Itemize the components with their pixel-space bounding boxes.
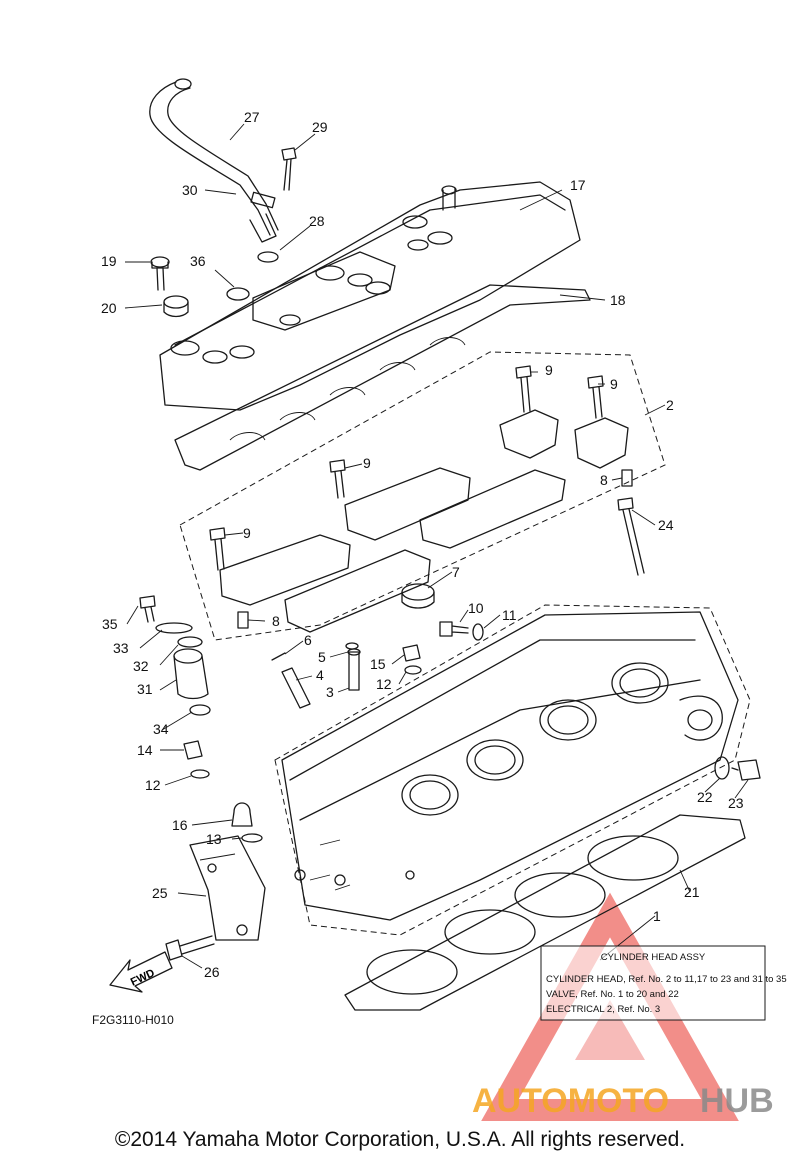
nut-15 — [402, 644, 421, 662]
washer-12b — [190, 769, 210, 779]
callout-12b: 12 — [145, 777, 161, 793]
head-cover — [159, 181, 581, 411]
bolt-19 — [150, 256, 170, 291]
cap-bolts — [209, 365, 604, 571]
callout-6: 6 — [304, 632, 312, 648]
dowel-pin-8b — [237, 611, 249, 629]
callout-8b: 8 — [272, 613, 280, 629]
callout-7: 7 — [452, 564, 460, 580]
fwd-label: FWD — [129, 967, 157, 988]
o-ring-28 — [257, 251, 279, 263]
callout-19: 19 — [101, 253, 117, 269]
assembly-info-box: CYLINDER HEAD ASSY CYLINDER HEAD, Ref. N… — [540, 945, 787, 1021]
callout-16: 16 — [172, 817, 188, 833]
callout-8a: 8 — [600, 472, 608, 488]
callout-23: 23 — [728, 795, 744, 811]
callout-24: 24 — [658, 517, 674, 533]
watermark-part2: HUB — [700, 1082, 774, 1120]
assy-line-1: CYLINDER HEAD, Ref. No. 2 to 11,17 to 23… — [546, 974, 787, 985]
callout-9b: 9 — [610, 376, 618, 392]
bolt-29 — [281, 147, 297, 191]
callout-22: 22 — [697, 789, 713, 805]
assy-title: CYLINDER HEAD ASSY — [601, 952, 706, 963]
bolt-10 — [439, 621, 469, 637]
callout-36: 36 — [190, 253, 206, 269]
callout-5: 5 — [318, 649, 326, 665]
washer-13 — [241, 833, 263, 843]
callout-35: 35 — [102, 616, 118, 632]
cylinder-head-body — [281, 611, 739, 921]
callout-27: 27 — [244, 109, 260, 125]
cylinder-head-gasket — [344, 814, 746, 1011]
callout-3: 3 — [326, 684, 334, 700]
callout-9d: 9 — [243, 525, 251, 541]
callout-26: 26 — [204, 964, 220, 980]
callout-1: 1 — [653, 908, 661, 924]
callout-34: 34 — [153, 721, 169, 737]
dowel-pin-8a — [621, 469, 633, 487]
head-bolt-24 — [617, 497, 645, 576]
intake-ports — [401, 662, 669, 816]
callout-14: 14 — [137, 742, 153, 758]
copyright-notice: ©2014 Yamaha Motor Corporation, U.S.A. A… — [114, 1128, 686, 1151]
watermark-part1: AUTOMOTO — [472, 1082, 669, 1120]
callout-10: 10 — [468, 600, 484, 616]
callout-12a: 12 — [376, 676, 392, 692]
callout-4: 4 — [316, 667, 324, 683]
gasket-36 — [226, 287, 250, 301]
bolt-26 — [165, 935, 215, 961]
gasket-32 — [177, 636, 203, 648]
forward-arrow-icon: FWD — [109, 951, 173, 993]
callout-2: 2 — [666, 397, 674, 413]
bolt-35 — [139, 595, 156, 623]
assy-line-2: VALVE, Ref. No. 1 to 20 and 22 — [546, 989, 679, 1000]
figure-code: F2G3110-H010 — [92, 1013, 174, 1027]
callout-9a: 9 — [545, 362, 553, 378]
callout-18: 18 — [610, 292, 626, 308]
callout-30: 30 — [182, 182, 198, 198]
callout-20: 20 — [101, 300, 117, 316]
callout-33: 33 — [113, 640, 129, 656]
o-ring-34 — [189, 704, 211, 716]
callout-17: 17 — [570, 177, 586, 193]
grommet-20 — [163, 295, 189, 318]
nut-14 — [183, 740, 203, 760]
bolt-23 — [731, 759, 761, 781]
valve-components — [271, 642, 361, 709]
assy-line-3: ELECTRICAL 2, Ref. No. 3 — [546, 1004, 660, 1015]
callout-9c: 9 — [363, 455, 371, 471]
cap-group-outline — [179, 351, 666, 641]
callout-11: 11 — [502, 607, 517, 623]
head-cover-gasket — [174, 284, 591, 471]
callout-32: 32 — [133, 658, 149, 674]
callout-31: 31 — [137, 681, 153, 697]
camshaft-caps — [219, 409, 629, 633]
sleeve-31 — [173, 648, 209, 700]
washer-33 — [155, 622, 193, 634]
cap-nut-16 — [231, 802, 253, 827]
callout-25: 25 — [152, 885, 168, 901]
callout-29: 29 — [312, 119, 328, 135]
callout-numbers: 27 29 30 28 19 36 20 17 18 2 9 9 9 9 8 8… — [101, 109, 744, 980]
washer-22 — [714, 756, 730, 780]
bracket-25 — [189, 835, 266, 941]
washer-12a — [404, 665, 422, 675]
callout-13: 13 — [206, 831, 222, 847]
breather-hose — [149, 78, 279, 243]
callout-28: 28 — [309, 213, 325, 229]
callout-21: 21 — [684, 884, 700, 900]
watermark-text: AUTOMOTO HUB — [472, 1082, 774, 1120]
callout-15: 15 — [370, 656, 386, 672]
cylinder-head-outline — [274, 604, 751, 936]
washer-11 — [472, 623, 484, 641]
plug-7 — [401, 583, 435, 609]
